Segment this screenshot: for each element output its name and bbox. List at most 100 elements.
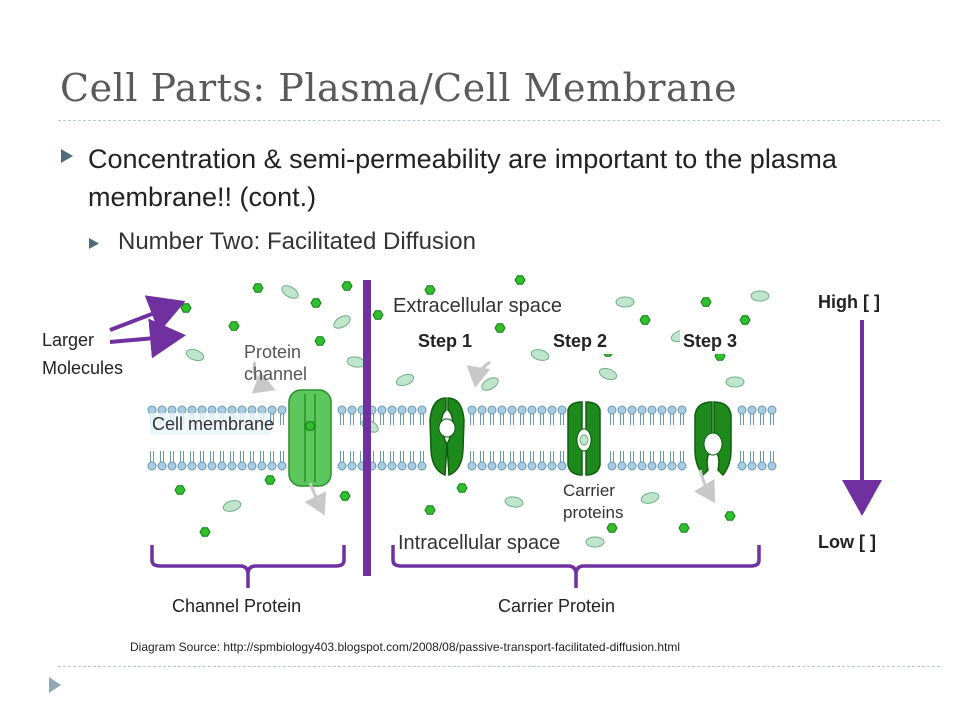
lipid-bottom xyxy=(757,450,767,471)
small-molecule xyxy=(494,323,506,333)
lipid-top xyxy=(737,405,747,426)
lipid-bottom xyxy=(607,450,617,471)
slide-title: Cell Parts: Plasma/Cell Membrane xyxy=(60,66,738,110)
carrier-protein-step3 xyxy=(694,401,732,477)
small-molecule xyxy=(228,321,240,331)
large-molecule xyxy=(279,282,301,302)
lipid-bottom xyxy=(387,450,397,471)
lipid-top xyxy=(657,405,667,426)
small-molecule xyxy=(700,297,712,307)
small-molecule xyxy=(456,483,468,493)
lipid-bottom xyxy=(247,450,257,471)
lipid-bottom xyxy=(227,450,237,471)
lipid-top xyxy=(527,405,537,426)
lipid-bottom xyxy=(657,450,667,471)
large-molecule xyxy=(503,495,525,509)
lipid-top xyxy=(477,405,487,426)
lipid-bottom xyxy=(337,450,347,471)
larger-molecules-label-line2: Molecules xyxy=(42,358,123,378)
lipid-top xyxy=(757,405,767,426)
large-molecule xyxy=(639,490,661,506)
small-molecule xyxy=(372,310,384,320)
extracellular-label: Extracellular space xyxy=(393,295,562,317)
lipid-bottom xyxy=(547,450,557,471)
lipid-top xyxy=(277,405,287,426)
lipid-bottom xyxy=(537,450,547,471)
small-molecule xyxy=(639,315,651,325)
lipid-bottom xyxy=(767,450,777,471)
large-molecule xyxy=(615,296,635,308)
small-molecule xyxy=(424,505,436,515)
lipid-bottom xyxy=(377,450,387,471)
step-1-label: Step 1 xyxy=(418,331,472,351)
small-molecule xyxy=(341,281,353,291)
lipid-top xyxy=(497,405,507,426)
lipid-bottom xyxy=(217,450,227,471)
lipid-top xyxy=(637,405,647,426)
lipid-bottom xyxy=(647,450,657,471)
lipid-top xyxy=(517,405,527,426)
lipid-bottom xyxy=(637,450,647,471)
footer-triangle-icon xyxy=(49,677,61,693)
lipid-bottom xyxy=(557,450,567,471)
small-molecule xyxy=(739,315,751,325)
lipid-bottom xyxy=(147,450,157,471)
large-molecule xyxy=(345,355,367,369)
high-concentration-label: High [ ] xyxy=(818,292,880,312)
lipid-bottom xyxy=(267,450,277,471)
lipid-top xyxy=(407,405,417,426)
lipid-top xyxy=(347,405,357,426)
large-molecule xyxy=(529,347,551,363)
main-bullet: Concentration & semi-permeability are im… xyxy=(88,144,837,212)
large-molecule xyxy=(750,290,770,302)
large-molecule xyxy=(585,536,605,548)
lipid-top xyxy=(557,405,567,426)
lipid-bottom xyxy=(237,450,247,471)
carrier-label-line2: proteins xyxy=(563,503,623,522)
small-molecule xyxy=(514,275,526,285)
lipid-bottom xyxy=(397,450,407,471)
lipid-bottom xyxy=(157,450,167,471)
larger-molecules-arrows xyxy=(109,295,186,359)
lipid-bottom xyxy=(627,450,637,471)
lipid-bottom xyxy=(207,450,217,471)
lipid-bottom xyxy=(257,450,267,471)
lipid-bottom xyxy=(487,450,497,471)
lipid-top xyxy=(417,405,427,426)
lipid-top xyxy=(677,405,687,426)
triangle-sub-bullet-icon xyxy=(89,238,99,249)
small-molecule xyxy=(264,475,276,485)
lipid-bottom xyxy=(677,450,687,471)
carrier-protein-step1 xyxy=(429,397,465,477)
small-molecule xyxy=(314,336,326,346)
lipid-top xyxy=(767,405,777,426)
lipid-bottom xyxy=(197,450,207,471)
small-molecule xyxy=(199,527,211,537)
small-molecule xyxy=(174,485,186,495)
lipid-bottom xyxy=(517,450,527,471)
lipid-bottom xyxy=(507,450,517,471)
step-2-label: Step 2 xyxy=(553,331,607,351)
protein-channel-label-line2: channel xyxy=(244,364,307,384)
lipid-top xyxy=(397,405,407,426)
sub-bullet: Number Two: Facilitated Diffusion xyxy=(118,228,476,255)
lipid-top xyxy=(537,405,547,426)
lipid-bottom xyxy=(527,450,537,471)
lipid-bottom xyxy=(747,450,757,471)
diagram-source: Diagram Source: http://spmbiology403.blo… xyxy=(130,640,681,654)
lipid-bottom xyxy=(347,450,357,471)
small-molecule xyxy=(180,303,192,313)
lipid-top xyxy=(607,405,617,426)
carrier-label-line1: Carrier xyxy=(563,481,615,500)
cell-membrane-label: Cell membrane xyxy=(152,414,274,434)
small-molecule xyxy=(606,523,618,533)
lipid-bottom xyxy=(167,450,177,471)
large-molecule xyxy=(221,498,243,514)
step-3-label: Step 3 xyxy=(683,331,737,351)
lipid-bottom xyxy=(737,450,747,471)
facilitated-diffusion-diagram: Extracellular space Intracellular space … xyxy=(42,275,882,616)
lipid-bottom xyxy=(467,450,477,471)
lipid-top xyxy=(747,405,757,426)
small-molecule xyxy=(678,523,690,533)
lipid-bottom xyxy=(617,450,627,471)
